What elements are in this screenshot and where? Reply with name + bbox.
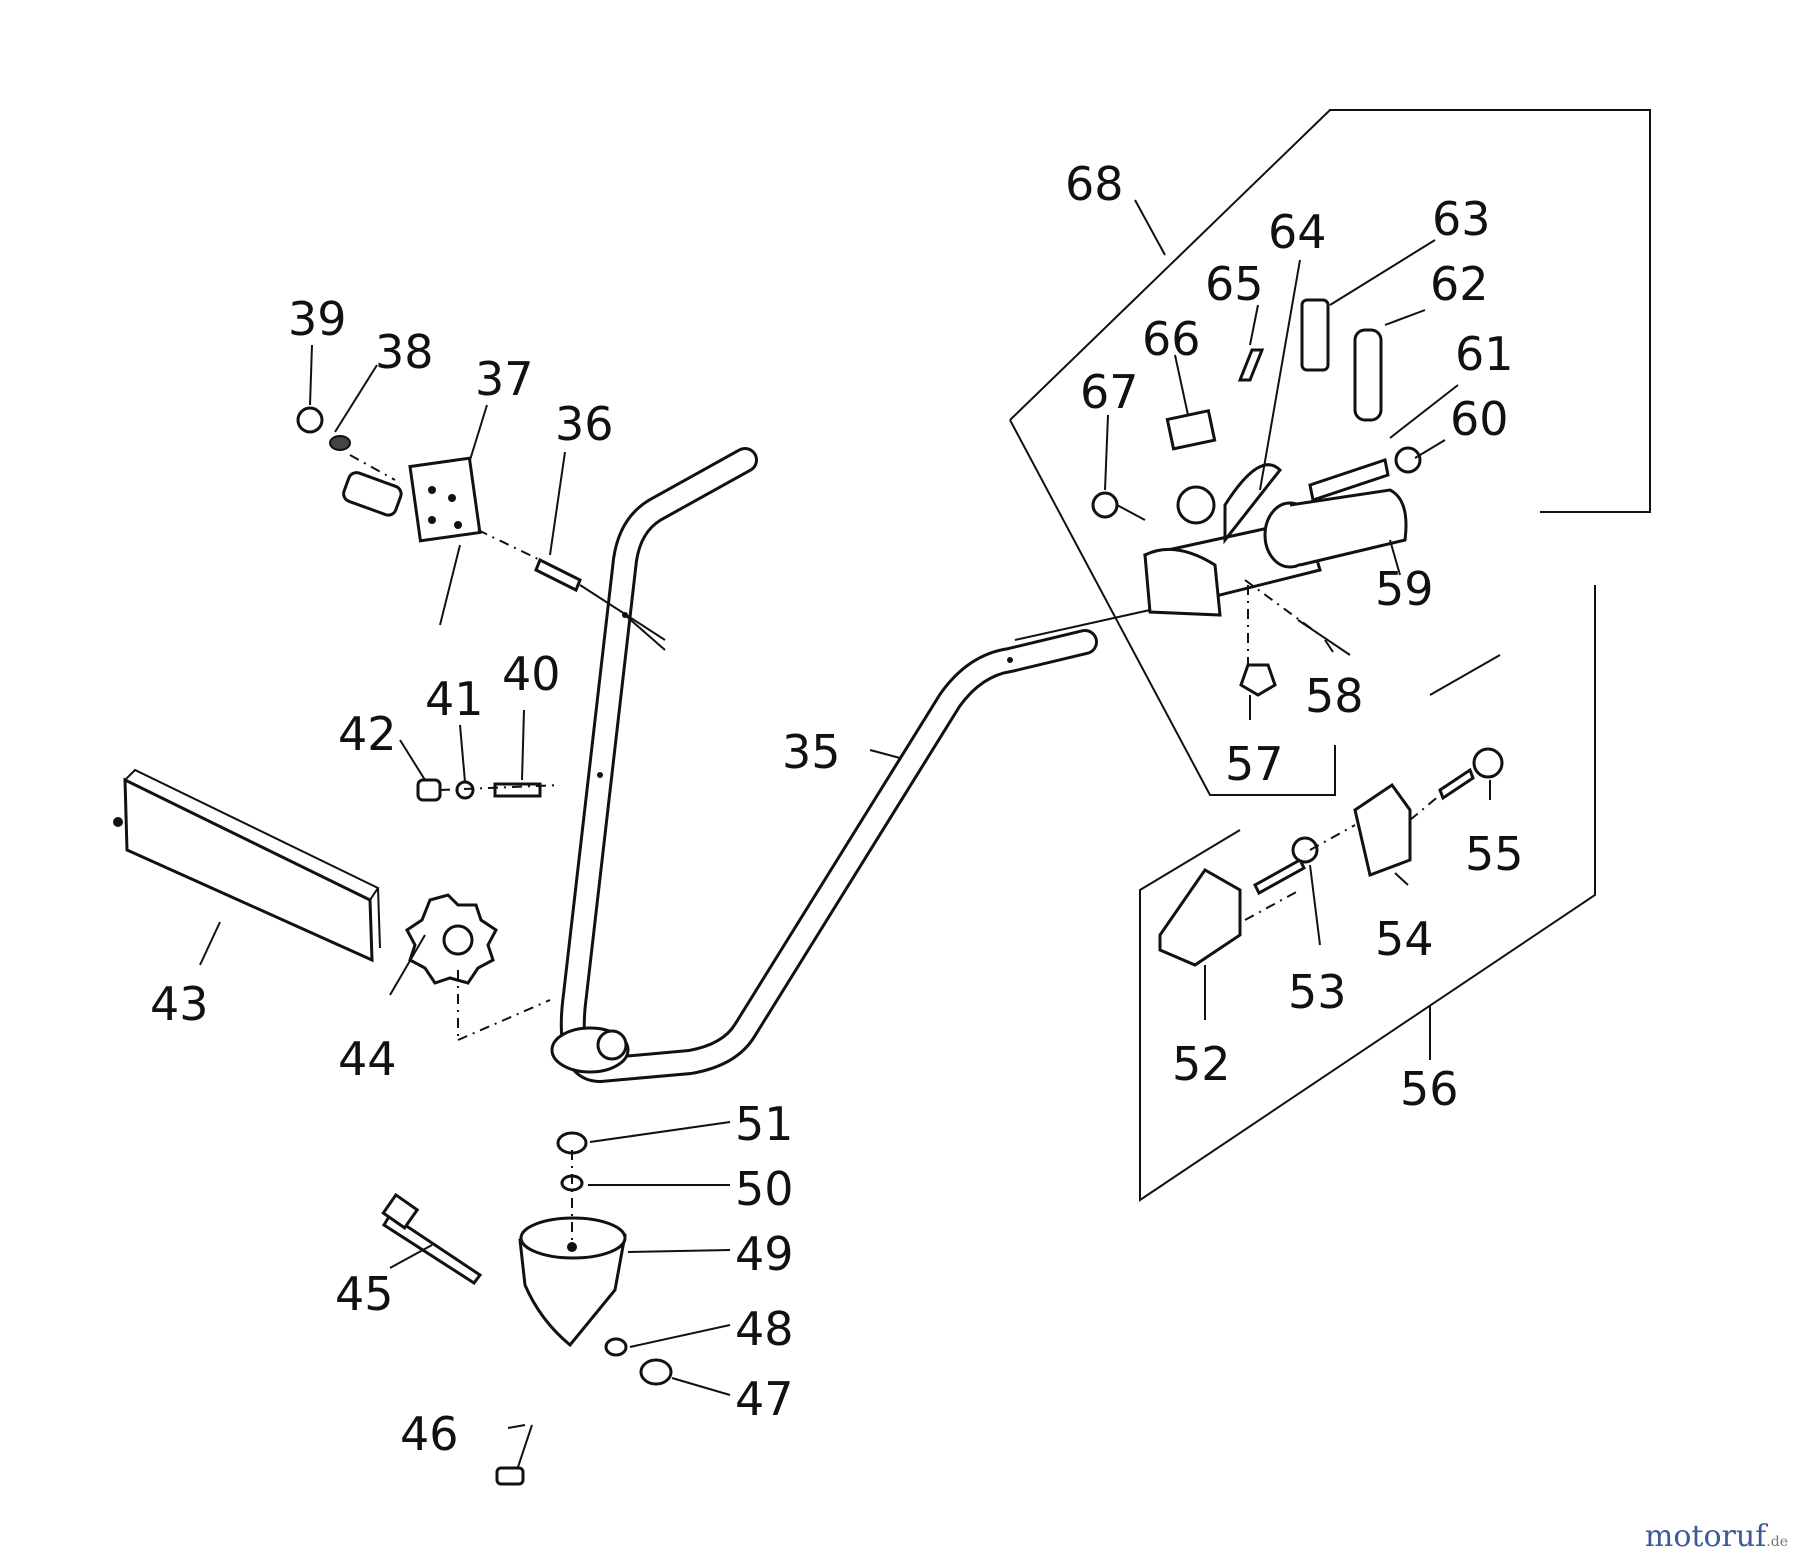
label-42: 42 — [338, 707, 397, 761]
label-67: 67 — [1080, 365, 1139, 419]
label-61: 61 — [1455, 327, 1514, 381]
ignition-switch-assembly — [1139, 585, 1596, 1202]
star-knob — [405, 893, 551, 1041]
leader-lines — [199, 199, 1491, 1429]
label-53: 53 — [1288, 965, 1347, 1019]
watermark-brand: motoruf — [1644, 1519, 1767, 1554]
label-37: 37 — [475, 352, 534, 406]
label-47: 47 — [735, 1372, 794, 1426]
watermark-logo: motoruf.de — [1645, 1519, 1788, 1554]
watermark-tld: .de — [1766, 1534, 1788, 1550]
label-45: 45 — [335, 1267, 394, 1321]
part-labels: 35 36 37 38 39 40 41 42 43 44 45 46 47 4… — [150, 157, 1524, 1461]
label-36: 36 — [555, 397, 614, 451]
label-41: 41 — [425, 672, 484, 726]
label-58: 58 — [1305, 669, 1364, 723]
label-50: 50 — [735, 1162, 794, 1216]
label-68: 68 — [1065, 157, 1124, 211]
label-64: 64 — [1268, 205, 1327, 259]
label-39: 39 — [288, 292, 347, 346]
label-40: 40 — [502, 647, 561, 701]
label-54: 54 — [1375, 912, 1434, 966]
label-57: 57 — [1225, 737, 1284, 791]
handle-tube — [550, 447, 1098, 1083]
fastener-set-40-42 — [416, 778, 561, 802]
label-38: 38 — [375, 325, 434, 379]
label-66: 66 — [1142, 312, 1201, 366]
label-43: 43 — [150, 977, 209, 1031]
label-35: 35 — [782, 725, 841, 779]
label-65: 65 — [1205, 257, 1264, 311]
panel — [113, 768, 381, 963]
label-60: 60 — [1450, 392, 1509, 446]
label-49: 49 — [735, 1227, 794, 1281]
label-48: 48 — [735, 1302, 794, 1356]
label-63: 63 — [1432, 192, 1491, 246]
label-52: 52 — [1172, 1037, 1231, 1091]
label-62: 62 — [1430, 257, 1489, 311]
label-59: 59 — [1375, 562, 1434, 616]
label-44: 44 — [338, 1032, 397, 1086]
label-51: 51 — [735, 1097, 794, 1151]
label-46: 46 — [400, 1407, 459, 1461]
switch-assembly — [296, 406, 666, 641]
throttle-grip-assembly — [1009, 109, 1651, 796]
label-55: 55 — [1465, 827, 1524, 881]
lower-clamp-assembly — [381, 1131, 673, 1486]
label-56: 56 — [1400, 1062, 1459, 1116]
